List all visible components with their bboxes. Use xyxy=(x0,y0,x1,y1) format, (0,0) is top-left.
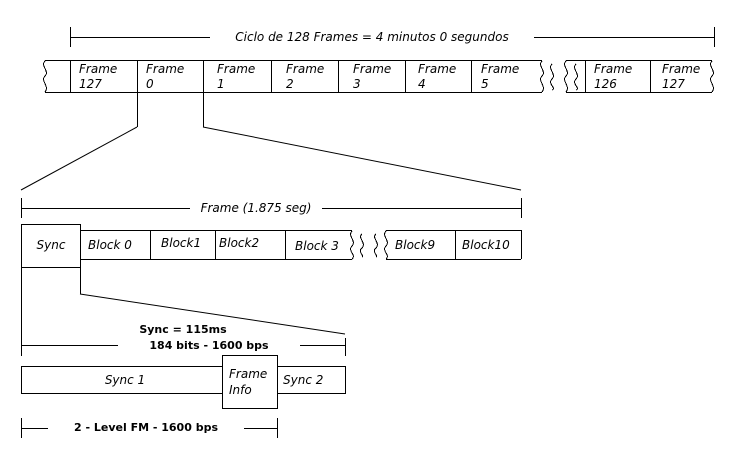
break-wave-block-right xyxy=(384,230,388,260)
frame-label: Frame xyxy=(662,62,700,76)
block-label: Block9 xyxy=(395,238,435,252)
break-wave-block-left-2 xyxy=(359,233,364,258)
break-wave-left-edge xyxy=(43,60,47,93)
fm-label: 2 - Level FM - 1600 bps xyxy=(74,421,218,434)
frame-label: Frame (1.875 seg) xyxy=(201,201,312,215)
frame-label: Frame xyxy=(418,62,456,76)
frame-number: 127 xyxy=(79,77,102,91)
break-wave-mid-left xyxy=(540,60,544,93)
break-wave-right-edge xyxy=(710,60,714,93)
cycle-label: Ciclo de 128 Frames = 4 minutos 0 segund… xyxy=(235,30,508,44)
frame-cell: Frame 3 xyxy=(353,62,391,91)
frame-cell: Frame 0 xyxy=(146,62,184,91)
frame-cell: Frame 126 xyxy=(594,62,632,91)
break-wave-mid-right xyxy=(564,60,568,93)
frame-cell: Frame 127 xyxy=(662,62,700,91)
frame-number: 1 xyxy=(217,77,225,91)
break-wave-block-right-2 xyxy=(373,233,378,258)
frame-info-box xyxy=(222,355,278,409)
sync-detail-strip: Sync 1 Frame Info Sync 2 xyxy=(21,355,346,409)
break-wave-mid-left-2 xyxy=(550,63,554,91)
sync2-box xyxy=(277,366,346,394)
break-wave-mid-right-2 xyxy=(574,63,578,91)
block-label: Block 0 xyxy=(88,238,132,252)
frame-cell: Frame 2 xyxy=(286,62,324,91)
frame-label: Frame xyxy=(217,62,255,76)
fm-dimension: 2 - Level FM - 1600 bps xyxy=(21,418,278,438)
frame-cell: Frame 5 xyxy=(481,62,519,91)
block-label: Block2 xyxy=(219,236,259,250)
cycle-dimension: Ciclo de 128 Frames = 4 minutos 0 segund… xyxy=(70,27,715,47)
block-label: Block 3 xyxy=(295,239,339,253)
frame-number: 3 xyxy=(353,77,361,91)
frame-label: Frame xyxy=(353,62,391,76)
block-label: Block10 xyxy=(462,238,510,252)
sync2-label: Sync 2 xyxy=(283,373,323,387)
sync-bits-label: 184 bits - 1600 bps xyxy=(149,339,269,352)
zoom-lines-sync xyxy=(21,268,346,340)
frame-info-label-2: Info xyxy=(229,383,252,397)
frame-info-label: Frame xyxy=(229,367,267,381)
frame-cell: Frame 127 xyxy=(79,62,117,91)
frame-number: 4 xyxy=(418,77,426,91)
frame-number: 2 xyxy=(286,77,294,91)
frame-number: 0 xyxy=(146,77,154,91)
frame-number: 5 xyxy=(481,77,489,91)
frame-label: Frame xyxy=(594,62,632,76)
frame-strip: Sync Block 0 Block1 Block2 Block 3 Block… xyxy=(21,224,522,268)
frame-label: Frame xyxy=(481,62,519,76)
frame-label: Frame xyxy=(286,62,324,76)
frame-cell: Frame 1 xyxy=(217,62,255,91)
sync-label: Sync xyxy=(37,238,66,252)
cycle-strip: Frame 127 Frame 0 Frame 1 Frame 2 Frame … xyxy=(43,60,714,93)
frame-number: 126 xyxy=(594,77,617,91)
frame-label: Frame xyxy=(79,62,117,76)
frame-label: Frame xyxy=(146,62,184,76)
frame-number: 127 xyxy=(662,77,685,91)
break-wave-block-left xyxy=(350,230,354,260)
frame-cell: Frame 4 xyxy=(418,62,456,91)
zoom-lines-frame xyxy=(20,93,522,191)
sync1-label: Sync 1 xyxy=(105,373,145,387)
frame-dimension: Frame (1.875 seg) xyxy=(21,198,522,218)
sync-dimension: Sync = 115ms 184 bits - 1600 bps xyxy=(21,323,346,356)
sync-box xyxy=(21,224,81,268)
sync-duration-label: Sync = 115ms xyxy=(139,323,227,336)
block-label: Block1 xyxy=(161,236,201,250)
